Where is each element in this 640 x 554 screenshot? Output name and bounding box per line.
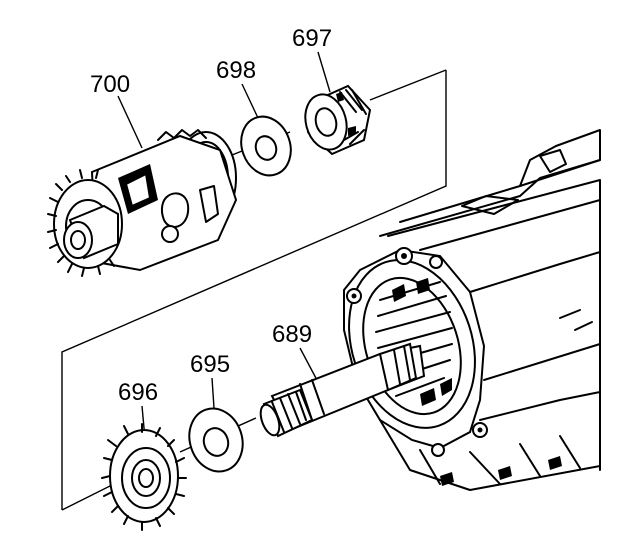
front-gear-teeth bbox=[47, 169, 115, 277]
transmission-housing bbox=[343, 129, 601, 491]
label-700: 700 bbox=[90, 71, 130, 98]
roller-bearing-697 bbox=[304, 84, 372, 156]
upper-bracket-line bbox=[61, 70, 447, 510]
label-698: 698 bbox=[216, 57, 256, 84]
side-gear-teeth bbox=[101, 423, 187, 531]
label-696: 696 bbox=[118, 379, 158, 406]
label-697: 697 bbox=[292, 25, 332, 52]
label-689: 689 bbox=[272, 321, 312, 348]
leader-lines bbox=[117, 51, 331, 451]
side-gear-696 bbox=[101, 423, 187, 531]
output-shaft-689 bbox=[259, 342, 426, 438]
label-695: 695 bbox=[190, 351, 230, 378]
thrust-washer-698 bbox=[240, 115, 292, 177]
thrust-washer-695 bbox=[188, 407, 244, 473]
differential-case-700 bbox=[47, 129, 238, 277]
